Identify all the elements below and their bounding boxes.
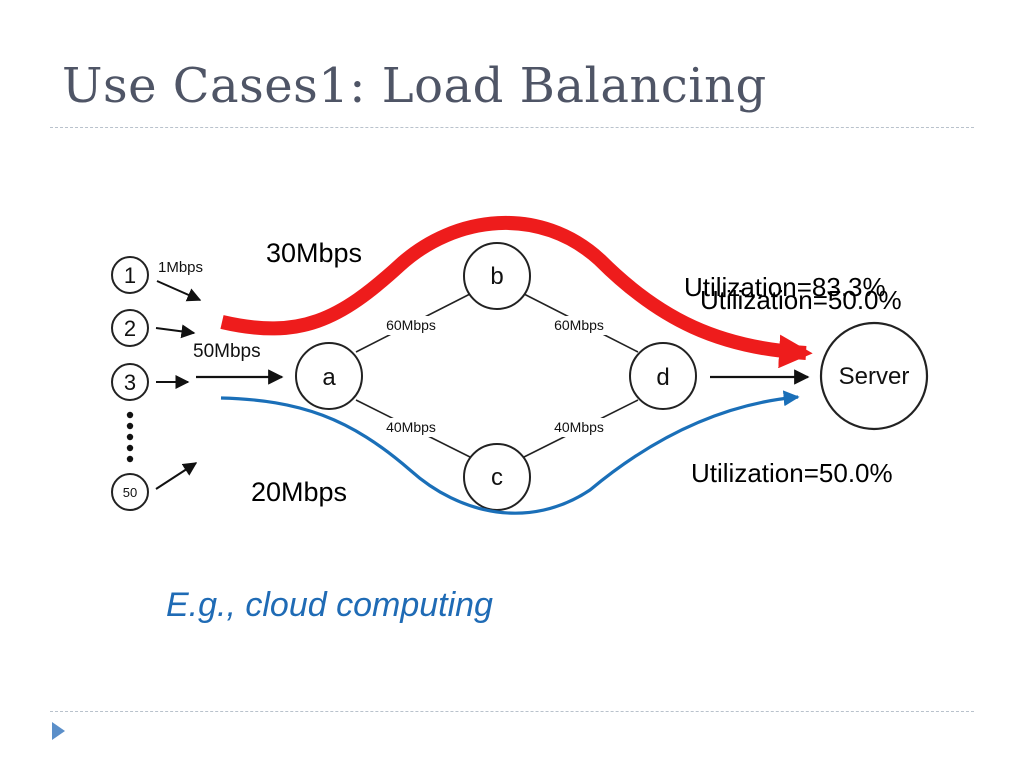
node-b: b [463, 242, 531, 310]
caption: E.g., cloud computing [166, 586, 493, 624]
source-host-label: 3 [124, 370, 136, 395]
ellipsis-dots [126, 411, 134, 463]
link-label-a-b: 60Mbps [386, 317, 436, 333]
node-a: a [295, 342, 363, 410]
source-host-1: 1 [111, 256, 149, 294]
upper-flow-path [220, 216, 813, 369]
link-label-b-d: 60Mbps [554, 317, 604, 333]
server-node: Server [819, 321, 929, 431]
utilization-lower: Utilization=50.0% [691, 458, 893, 488]
source-host-label: 50 [123, 485, 137, 500]
source-arrow-1 [156, 280, 202, 302]
source-arrow-2 [155, 324, 196, 339]
utilization-upper-a: Utilization=83.3% [684, 272, 886, 302]
node-c: c [463, 443, 531, 511]
node-label: a [322, 364, 336, 391]
source-host-3: 3 [111, 363, 149, 401]
link-label-c-d: 40Mbps [554, 419, 604, 435]
utilization-upper-b: Utilization=50.0% [700, 285, 902, 315]
lower-flow-rate: 20Mbps [251, 477, 347, 507]
source-host-50: 50 [111, 473, 149, 511]
node-label: d [656, 364, 669, 391]
source-host-2: 2 [111, 309, 149, 347]
slide-bullet-icon [52, 722, 65, 740]
node-d: d [629, 342, 697, 410]
server-label: Server [839, 363, 910, 390]
node-label: c [491, 464, 503, 491]
lower-flow-path [220, 390, 800, 515]
page-title: Use Cases1: Load Balancing [62, 58, 767, 114]
aggregate-rate-label: 50Mbps [193, 341, 261, 362]
source-host-label: 1 [124, 263, 136, 288]
source-host-label: 2 [124, 316, 136, 341]
source-rate-label: 1Mbps [158, 259, 203, 276]
link-label-a-c: 40Mbps [386, 419, 436, 435]
source-arrow-50 [155, 462, 198, 490]
node-label: b [490, 263, 503, 290]
title-divider [50, 127, 974, 128]
upper-flow-rate: 30Mbps [266, 238, 362, 268]
footer-divider [50, 711, 974, 712]
